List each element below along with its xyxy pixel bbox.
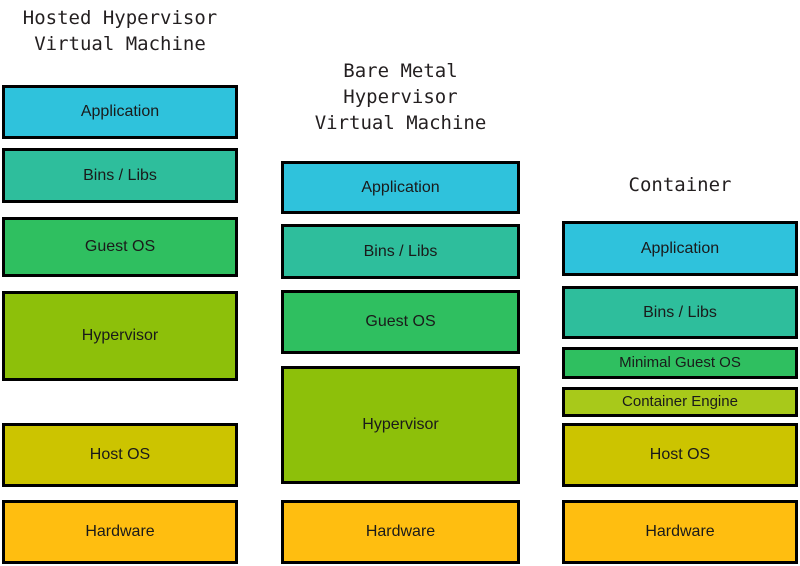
- layer-label-container-engine: Container Engine: [622, 392, 738, 410]
- layer-box-container-engine: Container Engine: [562, 387, 798, 417]
- layer-box-hosted-guest-os: Guest OS: [2, 217, 238, 277]
- layer-label-hosted-host-os: Host OS: [89, 446, 151, 464]
- layer-label-container-bins-libs: Bins / Libs: [643, 303, 717, 321]
- layer-box-hosted-hypervisor: Hypervisor: [2, 291, 238, 381]
- layer-label-hosted-guest-os: Guest OS: [84, 238, 156, 256]
- layer-box-baremetal-hardware: Hardware: [281, 500, 520, 564]
- column-title-hosted-hypervisor-vm: Hosted Hypervisor Virtual Machine: [22, 7, 218, 55]
- layer-box-container-bins-libs: Bins / Libs: [562, 286, 798, 339]
- layer-box-container-application: Application: [562, 221, 798, 276]
- layer-label-container-hardware: Hardware: [645, 523, 715, 541]
- layer-box-baremetal-application: Application: [281, 161, 520, 214]
- layer-box-hosted-hardware: Hardware: [2, 500, 238, 564]
- layer-label-baremetal-hardware: Hardware: [365, 523, 436, 541]
- layer-label-hosted-bins-libs: Bins / Libs: [83, 166, 157, 184]
- layer-box-baremetal-guest-os: Guest OS: [281, 290, 520, 354]
- layer-box-hosted-host-os: Host OS: [2, 423, 238, 487]
- layer-box-baremetal-hypervisor: Hypervisor: [281, 366, 520, 484]
- layer-box-hosted-application: Application: [2, 85, 238, 139]
- layer-box-container-minimal-guest-os: Minimal Guest OS: [562, 347, 798, 379]
- layer-label-container-application: Application: [640, 239, 720, 257]
- layer-box-baremetal-bins-libs: Bins / Libs: [281, 224, 520, 279]
- layer-label-container-host-os: Host OS: [649, 446, 711, 464]
- layer-label-hosted-hardware: Hardware: [85, 523, 155, 541]
- column-title-bare-metal-hypervisor-vm: Bare Metal Hypervisor Virtual Machine: [314, 60, 487, 134]
- layer-label-baremetal-guest-os: Guest OS: [365, 313, 436, 331]
- layer-label-container-minimal-guest-os: Minimal Guest OS: [619, 353, 741, 371]
- layer-label-hosted-application: Application: [80, 103, 160, 121]
- layer-label-baremetal-bins-libs: Bins / Libs: [363, 242, 438, 260]
- layer-label-hosted-hypervisor: Hypervisor: [81, 327, 159, 345]
- layer-box-container-hardware: Hardware: [562, 500, 798, 564]
- layer-label-baremetal-hypervisor: Hypervisor: [362, 416, 439, 434]
- layer-label-baremetal-application: Application: [361, 178, 440, 196]
- layer-box-container-host-os: Host OS: [562, 423, 798, 487]
- column-title-container: Container: [628, 174, 732, 196]
- layer-box-hosted-bins-libs: Bins / Libs: [2, 148, 238, 203]
